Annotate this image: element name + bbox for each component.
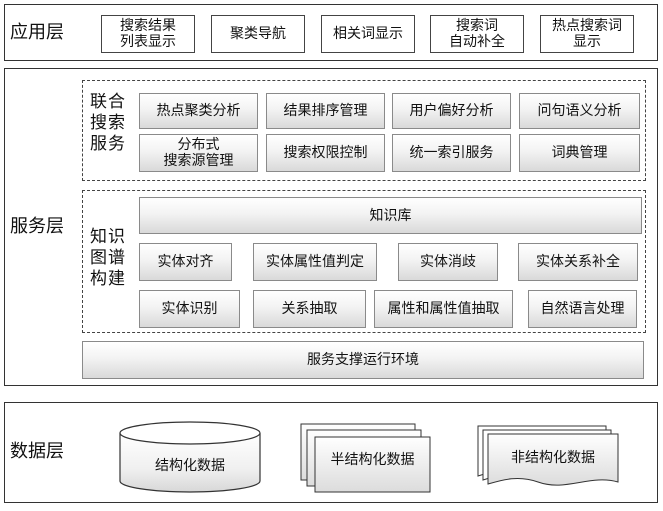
semi-structured-data-documents-icon <box>300 423 431 493</box>
app-item-related-words: 相关词显示 <box>321 15 415 53</box>
semi-structured-data-label: 半结构化数据 <box>330 452 415 468</box>
kg-entity-alignment: 实体对齐 <box>139 243 232 281</box>
app-item-autocomplete: 搜索词 自动补全 <box>430 15 524 53</box>
app-item-cluster-nav: 聚类导航 <box>211 15 305 53</box>
svc-result-ranking: 结果排序管理 <box>266 93 385 129</box>
kg-attr-extraction: 属性和属性值抽取 <box>374 290 513 328</box>
svc-unified-index: 统一索引服务 <box>392 134 511 172</box>
federated-search-label: 联合 搜索 服务 <box>90 92 126 154</box>
svc-distributed-source: 分布式 搜索源管理 <box>139 134 258 172</box>
knowledge-base: 知识库 <box>139 197 642 234</box>
kg-relation-extraction: 关系抽取 <box>253 290 366 328</box>
kg-relation-completion: 实体关系补全 <box>518 243 638 281</box>
unstructured-data-label: 非结构化数据 <box>511 450 595 466</box>
kg-nlp: 自然语言处理 <box>528 290 637 328</box>
kg-entity-recognition: 实体识别 <box>139 290 240 328</box>
unstructured-data-documents-icon <box>477 425 619 486</box>
svc-user-preference: 用户偏好分析 <box>392 93 511 129</box>
application-layer-label: 应用层 <box>10 22 64 43</box>
service-layer-label: 服务层 <box>10 216 64 237</box>
structured-data-label: 结构化数据 <box>155 458 225 474</box>
svc-dictionary: 词典管理 <box>519 134 640 172</box>
svc-hot-cluster-analysis: 热点聚类分析 <box>139 93 258 129</box>
knowledge-graph-label: 知识 图谱 构建 <box>90 227 126 289</box>
svc-permission-control: 搜索权限控制 <box>266 134 385 172</box>
knowledge-graph-group <box>82 190 646 333</box>
kg-entity-attr-judgement: 实体属性值判定 <box>253 243 377 281</box>
app-item-hot-search: 热点搜索词 显示 <box>540 15 634 53</box>
service-support-environment: 服务支撑运行环境 <box>82 341 644 379</box>
kg-entity-disambiguation: 实体消歧 <box>398 243 498 281</box>
svc-question-semantics: 问句语义分析 <box>519 93 640 129</box>
federated-search-group <box>82 80 646 181</box>
app-item-search-results: 搜索结果 列表显示 <box>101 15 195 53</box>
data-layer-label: 数据层 <box>10 441 64 462</box>
structured-data-database-icon <box>119 421 261 493</box>
